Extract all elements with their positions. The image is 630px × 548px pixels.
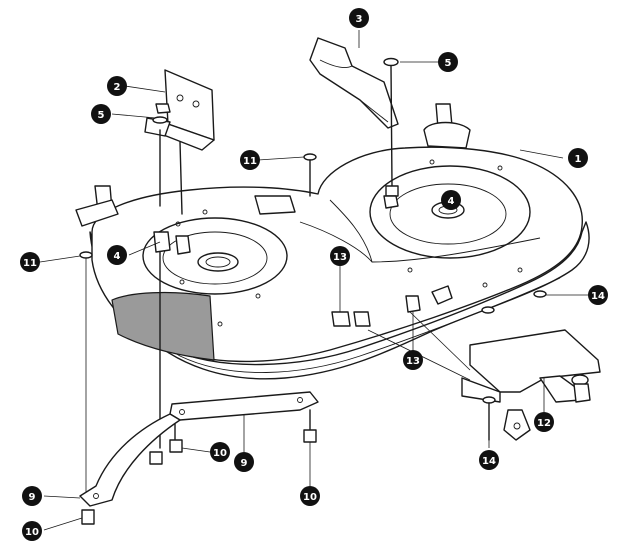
svg-text:3: 3 <box>356 14 363 25</box>
callout-3: 3 <box>349 8 369 28</box>
svg-text:5: 5 <box>98 110 105 121</box>
callout-4-left: 4 <box>107 245 127 265</box>
mower-deck-housing <box>75 103 590 380</box>
svg-text:14: 14 <box>482 456 496 467</box>
callout-14-right: 14 <box>588 285 608 305</box>
svg-text:2: 2 <box>114 82 121 93</box>
svg-text:12: 12 <box>537 418 551 429</box>
callout-9-left: 9 <box>22 486 42 506</box>
callout-4-right: 4 <box>441 190 461 210</box>
svg-text:4: 4 <box>114 251 121 262</box>
svg-text:10: 10 <box>303 492 317 503</box>
callout-2: 2 <box>107 76 127 96</box>
callout-11-left: 11 <box>20 252 40 272</box>
callout-10-left: 10 <box>22 521 42 541</box>
leader-lines <box>39 30 598 531</box>
svg-text:9: 9 <box>241 458 248 469</box>
svg-text:10: 10 <box>213 448 227 459</box>
svg-text:10: 10 <box>25 527 39 538</box>
callout-13-top: 13 <box>330 246 350 266</box>
svg-text:13: 13 <box>333 252 347 263</box>
callout-badges: 1 2 3 4 4 5 5 9 9 10 10 10 11 11 12 13 1… <box>20 8 608 541</box>
svg-text:13: 13 <box>406 356 420 367</box>
svg-text:1: 1 <box>575 154 582 165</box>
svg-text:11: 11 <box>23 258 37 269</box>
rear-hanger-bracket <box>331 285 601 441</box>
svg-text:5: 5 <box>445 58 452 69</box>
callout-11-top: 11 <box>240 150 260 170</box>
carriage-bolts <box>81 409 317 525</box>
right-deflector-bracket <box>309 37 399 197</box>
callout-12: 12 <box>534 412 554 432</box>
spindle-pulleys <box>153 195 399 449</box>
callout-10-middle: 10 <box>210 442 230 462</box>
svg-text:4: 4 <box>448 196 455 207</box>
callout-14-bottom: 14 <box>479 450 499 470</box>
front-baffle-bars <box>79 391 319 507</box>
callout-1: 1 <box>568 148 588 168</box>
callout-5-left: 5 <box>91 104 111 124</box>
callout-9-right: 9 <box>234 452 254 472</box>
stud-bolts <box>79 153 317 498</box>
svg-text:11: 11 <box>243 156 257 167</box>
svg-text:14: 14 <box>591 291 605 302</box>
svg-text:9: 9 <box>29 492 36 503</box>
callout-5-right: 5 <box>438 52 458 72</box>
left-mounting-bracket <box>144 69 215 215</box>
callout-13-bottom: 13 <box>403 350 423 370</box>
callout-10-right: 10 <box>300 486 320 506</box>
